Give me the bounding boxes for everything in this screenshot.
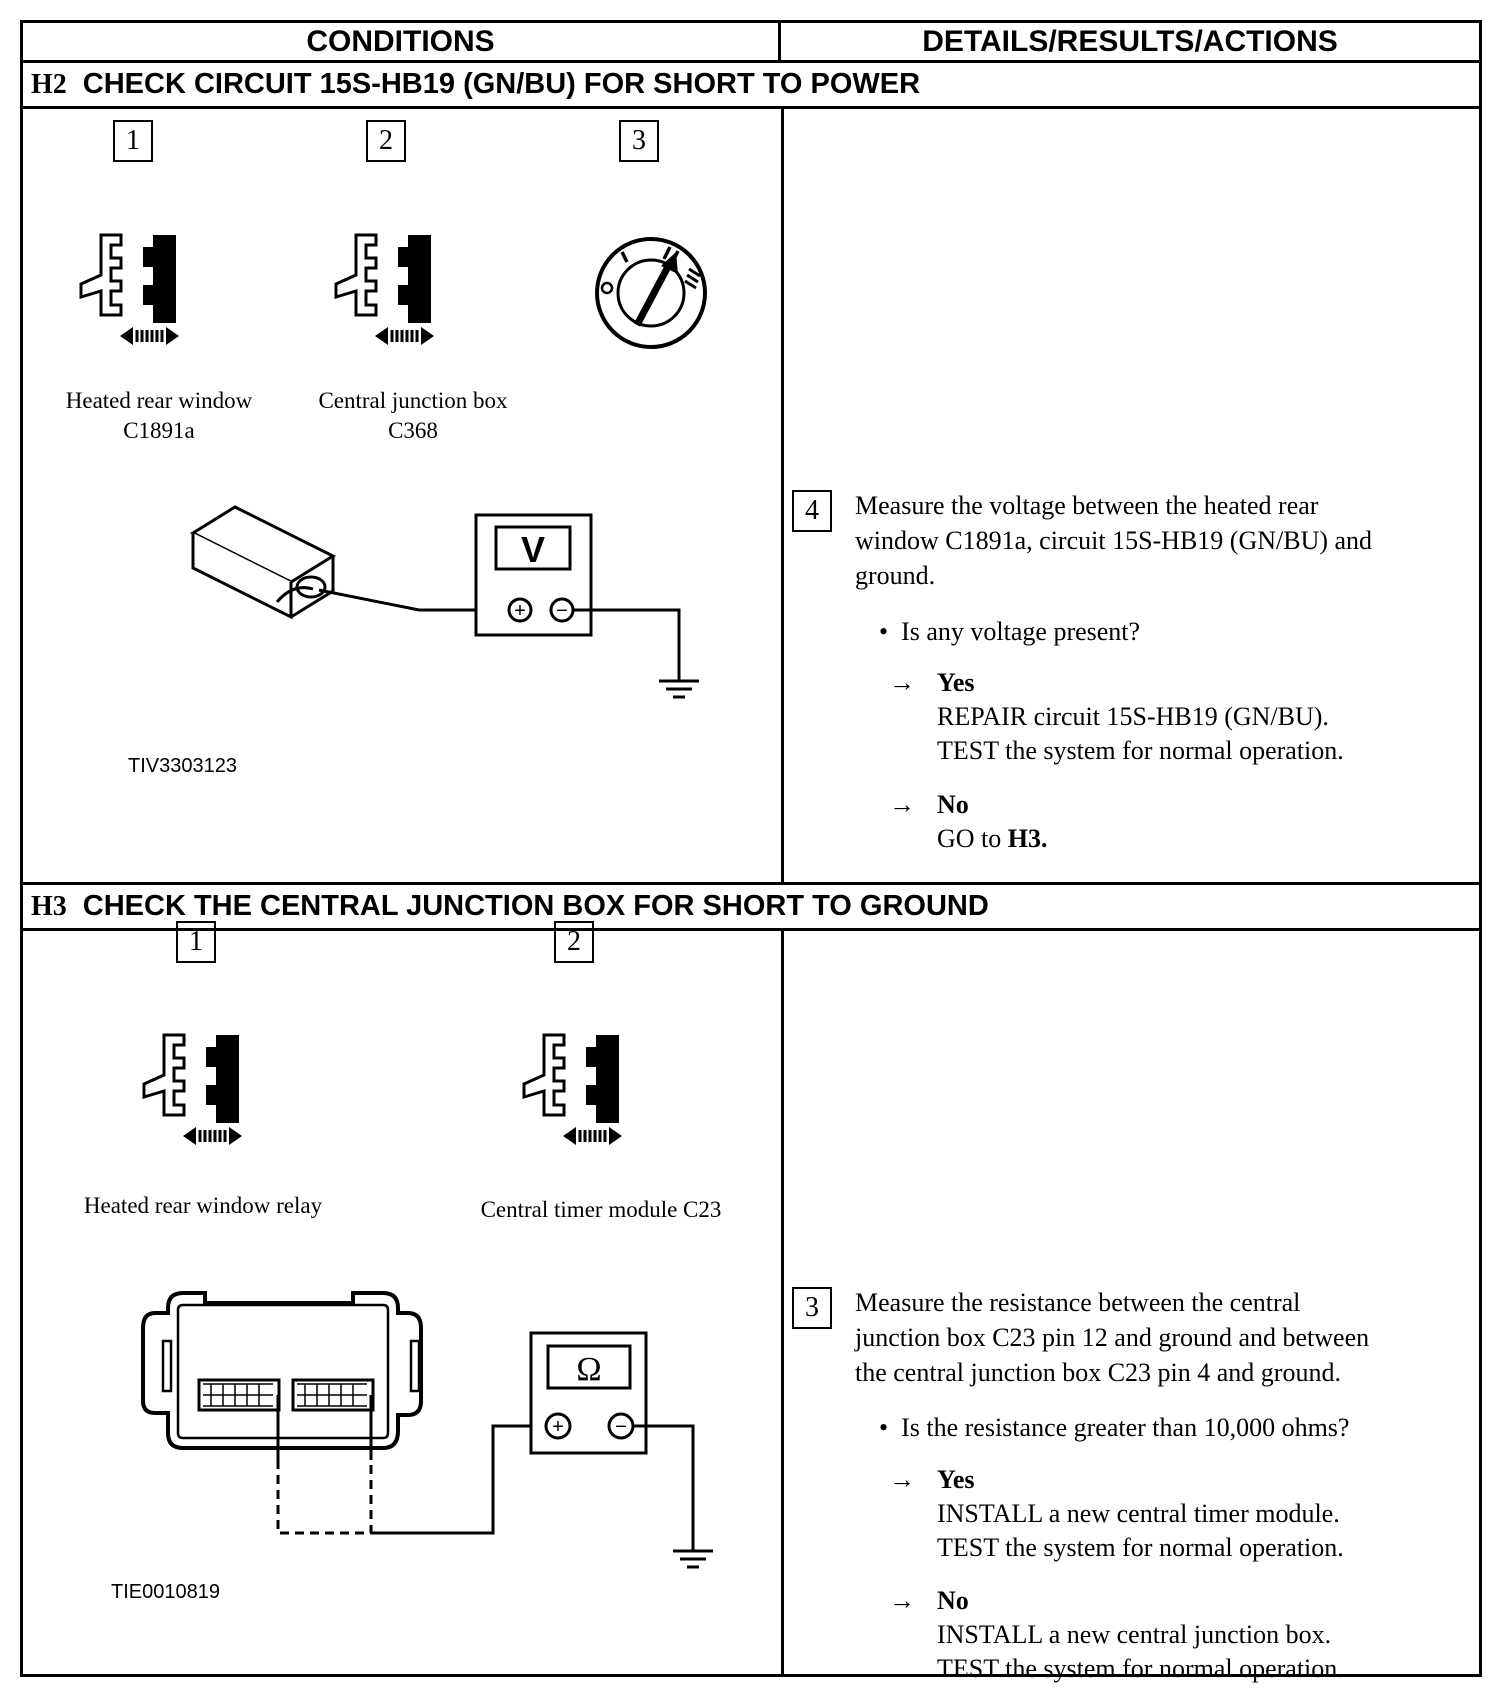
diagnostic-table: CONDITIONS DETAILS/RESULTS/ACTIONS H2 CH… [20, 20, 1482, 1683]
resistance-measurement-diagram: Ω + − [141, 1291, 713, 1569]
ground-symbol [673, 1549, 713, 1569]
h2-connector1-caption: Heated rear window C1891a [11, 386, 307, 446]
h2-column-divider [781, 109, 784, 882]
bullet-icon: • [879, 1413, 889, 1442]
arrow-icon: → [889, 790, 915, 819]
negative-terminal-label: − [615, 1416, 627, 1438]
h2-detail-text: Measure the voltage between the heated r… [855, 488, 1372, 593]
h2-step-title: CHECK CIRCUIT 15S-HB19 (GN/BU) FOR SHORT… [82, 68, 921, 100]
detail-line: ground. [855, 561, 936, 590]
heated-window-connector-shape [189, 505, 337, 620]
detail-line: Measure the resistance between the centr… [855, 1288, 1301, 1317]
h2-yes-action-1: REPAIR circuit 15S-HB19 (GN/BU). [937, 702, 1329, 731]
h3-no-label: No [937, 1586, 969, 1615]
h2-yes-branch: → Yes REPAIR circuit 15S-HB19 (GN/BU). TE… [889, 666, 1344, 768]
arrow-icon: → [889, 1465, 915, 1494]
connector-disconnect-icon [142, 1033, 242, 1145]
h3-relay-caption: Heated rear window relay [83, 1193, 323, 1218]
bullet-icon: • [879, 617, 889, 646]
h3-module-caption: Central timer module C23 [480, 1197, 722, 1222]
caption-line: C368 [388, 418, 438, 443]
detail-line: window C1891a, circuit 15S-HB19 (GN/BU) … [855, 526, 1373, 555]
table-header-row: CONDITIONS DETAILS/RESULTS/ACTIONS [23, 23, 1479, 63]
h2-step-number-2: 2 [366, 120, 406, 162]
arrow-icon: → [889, 1586, 915, 1615]
h3-yes-label: Yes [937, 1465, 975, 1494]
h2-step-header: H2 CHECK CIRCUIT 15S-HB19 (GN/BU) FOR SH… [23, 63, 1479, 109]
h2-yes-action-2: TEST the system for normal operation. [937, 736, 1344, 765]
h3-step-id: H3 [31, 890, 67, 922]
go-to-text: GO to [937, 824, 1008, 853]
h3-figure-id: TIE0010819 [111, 1581, 220, 1603]
h2-no-action: GO to H3. [889, 822, 1048, 856]
h3-no-branch: →No INSTALL a new central junction box. … [889, 1584, 1344, 1686]
h2-no-branch: → No GO to H3. [889, 788, 1048, 856]
ohmmeter-symbol: Ω [576, 1351, 601, 1388]
h2-detail-step-number: 4 [792, 490, 832, 532]
h3-question-text: Is the resistance greater than 10,000 oh… [901, 1413, 1350, 1442]
connector-disconnect-icon [334, 233, 434, 345]
h3-column-divider [781, 931, 784, 1674]
h2-step-id: H2 [31, 68, 67, 100]
connector-disconnect-icon [79, 233, 179, 345]
go-to-step-link[interactable]: H3. [1007, 824, 1048, 853]
positive-terminal-label: + [514, 600, 526, 622]
ignition-switch-icon [595, 237, 707, 349]
h3-step-title: CHECK THE CENTRAL JUNCTION BOX FOR SHORT… [82, 890, 989, 922]
h2-figure-id: TIV3303123 [128, 755, 237, 777]
connector-disconnect-icon [522, 1033, 622, 1145]
detail-line: junction box C23 pin 12 and ground and b… [855, 1323, 1370, 1352]
arrow-icon: → [889, 668, 915, 697]
h3-step-number-1: 1 [176, 921, 216, 963]
voltage-measurement-diagram: V + − [189, 505, 699, 699]
caption-line: Central junction box [318, 388, 508, 413]
h3-detail-text: Measure the resistance between the centr… [855, 1285, 1369, 1390]
h3-detail-step-number: 3 [792, 1287, 832, 1329]
h3-yes-branch: → Yes INSTALL a new central timer module.… [889, 1463, 1344, 1565]
h3-no-action-2: TEST the system for normal operation. [937, 1654, 1344, 1683]
h3-step-number-2: 2 [554, 921, 594, 963]
h3-yes-action-2: TEST the system for normal operation. [937, 1533, 1344, 1562]
ground-symbol [659, 679, 699, 699]
negative-terminal-label: − [556, 600, 568, 622]
voltmeter-symbol: V [521, 529, 545, 570]
caption-line: Heated rear window [65, 388, 253, 413]
detail-line: Measure the voltage between the heated r… [855, 491, 1319, 520]
h2-no-label: No [937, 790, 969, 819]
section-divider [23, 882, 1479, 885]
h2-step-number-1: 1 [113, 120, 153, 162]
conditions-header: CONDITIONS [23, 23, 781, 60]
h3-no-action-1: INSTALL a new central junction box. [937, 1620, 1332, 1649]
h2-connector2-caption: Central junction box C368 [265, 386, 561, 446]
h2-step-number-3: 3 [619, 120, 659, 162]
detail-line: the central junction box C23 pin 4 and g… [855, 1358, 1341, 1387]
central-junction-box-shape [141, 1291, 423, 1450]
h2-question: • Is any voltage present? [879, 617, 1140, 647]
h2-question-text: Is any voltage present? [901, 617, 1141, 646]
caption-line: C1891a [123, 418, 195, 443]
h3-step-header: H3 CHECK THE CENTRAL JUNCTION BOX FOR SH… [23, 885, 1479, 931]
details-header: DETAILS/RESULTS/ACTIONS [922, 24, 1338, 58]
h3-yes-action-1: INSTALL a new central timer module. [937, 1499, 1340, 1528]
h2-yes-label: Yes [937, 668, 975, 697]
h3-question: • Is the resistance greater than 10,000 … [879, 1413, 1349, 1443]
positive-terminal-label: + [552, 1416, 564, 1438]
